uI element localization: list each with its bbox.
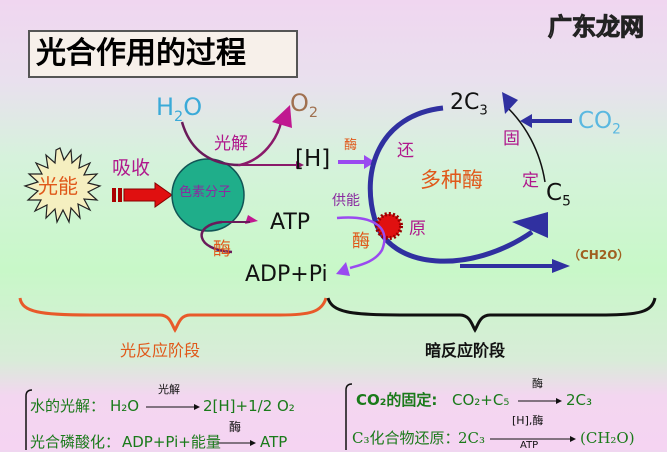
water-eq-product: 2[H]+1/2 O₂ [203,397,295,415]
sun-icon [23,147,102,224]
phos-eq-condition: 酶 [229,420,242,434]
light-stage-label: 光反应阶段 [120,341,201,360]
water-eq-condition: 光解 [158,383,180,396]
fixation-label-1: 固 [503,129,520,149]
water-photolysis-label: 水的光解： [30,397,106,415]
absorb-arrow [123,182,173,208]
phos-eq-product: ATP [260,433,288,451]
absorb-label: 吸收 [112,157,151,179]
light-energy-label: 光能 [38,174,78,198]
co2-eq-condition: 酶 [532,377,543,390]
c3-reduction-label: C₃化合物还原： [352,429,460,447]
co2-fixation-label: CO₂的固定: [356,391,438,409]
h2o-label: H2O [156,93,203,125]
supply-energy-label: 供能 [332,193,360,209]
co2-eq-reactant: CO₂+C₅ [452,391,510,409]
enzyme-atp-label: 酶 [213,239,231,260]
photolysis-label: 光解 [214,134,248,154]
page-title: 光合作用的过程 [28,30,298,78]
watermark: 广东龙网 [548,13,645,41]
adp-pi-label: ADP+Pi [245,262,328,287]
c3-label: 2C3 [450,90,488,119]
co2-eq-product: 2C₃ [566,391,593,409]
c3-eq-product: (CH₂O) [580,429,635,447]
o2-label: O2 [290,89,319,121]
c3-eq-condition-top: [H],酶 [512,414,544,427]
many-enzymes-label: 多种酶 [420,168,483,192]
enzyme-supply-label: 酶 [352,231,370,252]
photophosphorylation-label: 光合磷酸化： [30,433,121,451]
c3-eq-condition-bottom: ATP [520,440,539,451]
c3-eq-reactant: 2C₃ [458,429,486,447]
light-stage-brace [18,297,328,333]
pigment-molecule [171,158,245,232]
c5-label: C5 [546,180,571,210]
reduction-label-1: 还 [397,141,414,161]
co2-label: CO2 [578,108,621,138]
calvin-cycle [367,105,534,264]
ch2o-label: （CH2O） [568,248,630,262]
pigment-label: 色素分子 [179,185,232,200]
atp-label: ATP [270,210,311,235]
dark-stage-label: 暗反应阶段 [425,341,506,360]
enzyme-h-label: 酶 [344,138,358,153]
reduction-label-2: 原 [409,219,426,239]
fixation-label-2: 定 [522,171,539,191]
dark-stage-brace [326,297,657,333]
phos-eq-reactant: ADP+Pi+能量 [122,433,221,451]
h-label: [H] [295,146,331,172]
water-eq-reactant: H₂O [110,397,140,415]
